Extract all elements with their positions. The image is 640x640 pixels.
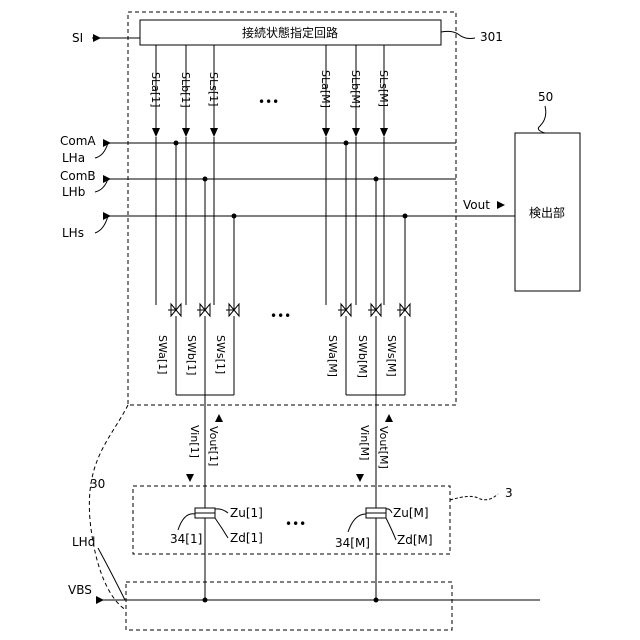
label-vout-1: Vout[1] <box>207 426 220 466</box>
label-vin-1: Vin[1] <box>188 425 201 458</box>
label-vin-m: Vin[M] <box>358 425 371 460</box>
leader-30 <box>89 405 128 610</box>
vout-label: Vout <box>463 198 490 212</box>
select-labels-m: SLa[M] SLb[M] SLs[M] <box>319 70 390 108</box>
label-zd-m: Zd[M] <box>397 533 433 547</box>
switch-labels-1: SWa[1] SWb[1] SWs[1] <box>156 335 227 375</box>
leader-3 <box>450 494 498 500</box>
label-com-a: ComA <box>60 134 96 148</box>
leader-50 <box>538 106 545 133</box>
label-sla-1: SLa[1] <box>149 72 162 107</box>
label-sws-1: SWs[1] <box>214 335 227 374</box>
select-labels-1: SLa[1] SLb[1] SLs[1] <box>149 72 220 108</box>
ellipsis-mid: ••• <box>270 309 291 323</box>
label-swb-m: SWb[M] <box>356 335 369 378</box>
detector-ref: 50 <box>538 90 553 104</box>
label-swa-1: SWa[1] <box>156 335 169 374</box>
leader-lhs <box>95 216 108 233</box>
vbs-block <box>126 582 452 630</box>
label-zd-1: Zd[1] <box>230 531 263 545</box>
node-vbs-m <box>374 598 379 603</box>
label-swb-1: SWb[1] <box>185 335 198 375</box>
label-swa-m: SWa[M] <box>326 335 339 377</box>
label-zu-1: Zu[1] <box>230 506 263 520</box>
vout-arrow <box>497 201 505 209</box>
ellipsis-top: ••• <box>258 95 279 109</box>
ref-30: 30 <box>90 477 105 491</box>
label-vbs: VBS <box>68 583 92 597</box>
label-lhd: LHd <box>72 535 95 549</box>
label-slb-m: SLb[M] <box>349 70 362 108</box>
ref-3: 3 <box>505 486 513 500</box>
label-com-b: ComB <box>60 169 96 183</box>
vin-vout-m: Vin[M] Vout[M] <box>356 414 393 482</box>
node-vbs-1 <box>203 598 208 603</box>
si-label: SI <box>72 31 83 45</box>
ref-301: 301 <box>480 30 503 44</box>
switch-labels-m: SWa[M] SWb[M] SWs[M] <box>326 335 398 378</box>
label-lhb: LHb <box>62 185 85 199</box>
label-slb-1: SLb[1] <box>179 72 192 108</box>
switches-group-m <box>338 304 410 316</box>
vbs-arrow <box>96 596 104 604</box>
column-group-m <box>322 45 408 310</box>
label-lhs: LHs <box>62 226 84 240</box>
label-34-1: 34[1] <box>170 532 202 546</box>
label-zu-m: Zu[M] <box>393 506 429 520</box>
label-34-m: 34[M] <box>335 536 370 550</box>
label-sws-m: SWs[M] <box>385 335 398 377</box>
switch-block-30 <box>128 12 456 405</box>
label-sls-1: SLs[1] <box>207 72 220 106</box>
ellipsis-bottom: ••• <box>285 517 306 531</box>
leader-301 <box>441 31 475 38</box>
connection-state-circuit-title: 接続状態指定回路 <box>242 25 338 40</box>
label-sls-m: SLs[M] <box>377 70 390 107</box>
si-arrow <box>93 34 101 42</box>
switches-group-1 <box>168 304 239 316</box>
label-lha: LHa <box>62 151 85 165</box>
detector-label: 検出部 <box>529 205 565 220</box>
label-sla-m: SLa[M] <box>319 70 332 108</box>
column-group-1 <box>152 45 237 310</box>
label-vout-m: Vout[M] <box>377 426 390 469</box>
